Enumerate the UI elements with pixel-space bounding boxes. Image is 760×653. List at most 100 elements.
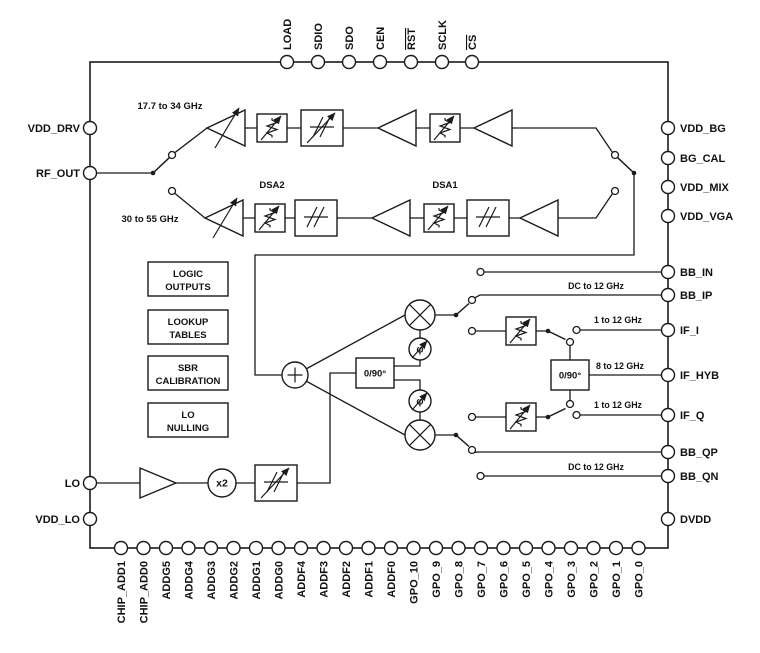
signal-wires (96, 127, 662, 484)
lo-chain: x2 0/90° (139, 338, 431, 501)
i-if-attenuator (506, 317, 536, 345)
pin-addg4-label: ADDG4 (184, 560, 196, 599)
i-if-switch-pivot (545, 328, 551, 334)
pin-dvdd-label: DVDD (680, 514, 711, 526)
pin-addg1 (248, 540, 264, 556)
switch-contacts (167, 150, 620, 481)
pin-addf3 (316, 540, 331, 556)
pin-addg5 (158, 540, 174, 556)
pin-sdio-label: SDIO (313, 23, 325, 50)
pin-sdo-label: SDO (344, 26, 356, 50)
if-q-range-label: 1 to 12 GHz (594, 400, 643, 410)
pin-addg4 (181, 540, 196, 556)
pin-gpo-2-label: GPO_2 (589, 561, 601, 598)
pin-bg-cal-label: BG_CAL (680, 153, 726, 165)
lookup-tables-line1: LOOKUP (168, 317, 209, 328)
lo-nulling-line2: NULLING (167, 423, 209, 434)
doubler-label: x2 (216, 478, 228, 490)
pin-gpo-4-label: GPO_4 (544, 560, 556, 598)
pin-cs (464, 54, 480, 70)
dsa1-attenuator (430, 114, 460, 142)
pin-cen-label: CEN (375, 27, 387, 50)
pin-cs-label: CS (467, 35, 479, 50)
logic-outputs-block (147, 261, 229, 297)
dsa1-label: DSA1 (432, 180, 458, 191)
if-hyb-range-label: 8 to 12 GHz (596, 361, 645, 371)
pin-vdd-mix-label: VDD_MIX (680, 182, 730, 194)
pin-if-q (660, 407, 676, 423)
lo-nulling-block (147, 402, 229, 438)
pin-dvdd (660, 511, 676, 527)
pin-rf-out-label: RF_OUT (36, 168, 80, 180)
pin-gpo-2 (586, 540, 601, 556)
dsa2-attenuator (257, 114, 287, 142)
rf-out-switch-pivot (150, 170, 156, 176)
pin-lo-label: LO (65, 478, 81, 490)
switch-pivots (150, 170, 637, 438)
pin-vdd-lo (82, 511, 98, 527)
low-band-filter2 (466, 199, 510, 237)
pin-gpo-7-label: GPO_7 (476, 561, 488, 598)
pin-vdd-lo-label: VDD_LO (35, 514, 80, 526)
low-band-dsa2 (424, 204, 454, 232)
switch-contact (167, 150, 177, 160)
pin-bb-qn (660, 468, 676, 484)
low-band-amp2 (371, 199, 411, 237)
pin-sclk (434, 54, 450, 70)
switch-levers (152, 157, 635, 448)
pin-chip-add0 (136, 540, 151, 556)
high-band-amp2 (377, 109, 417, 147)
pin-load (279, 54, 295, 70)
pin-cen (372, 54, 388, 70)
pin-addf2 (338, 540, 354, 556)
sbr-calibration-line2: CALIBRATION (156, 376, 221, 387)
pin-vdd-vga-label: VDD_VGA (680, 211, 733, 223)
pin-bb-qn-label: BB_QN (680, 471, 719, 483)
mixer-core (281, 299, 436, 451)
switch-contact (610, 150, 620, 160)
pin-addg0-label: ADDG0 (274, 561, 286, 600)
pin-gpo-1-label: GPO_1 (611, 561, 623, 598)
low-band-chain (205, 198, 559, 238)
switch-contact (476, 471, 485, 481)
pin-rf-out (82, 165, 98, 181)
pin-gpo-10-label: GPO_10 (409, 561, 421, 604)
high-band-vga (207, 108, 245, 148)
switch-contact (565, 399, 575, 409)
pin-gpo-3 (563, 540, 579, 556)
switch-contact (467, 445, 477, 455)
pin-addg0 (271, 540, 286, 556)
lo-quad-splitter (355, 357, 395, 389)
chip-outline (89, 61, 669, 549)
switch-contact (610, 186, 620, 196)
q-if-switch-pivot (545, 414, 551, 420)
if-hybrid-label: 0/90° (559, 371, 581, 382)
pin-bb-qp-label: BB_QP (680, 447, 718, 459)
q-if-attenuator (506, 403, 536, 431)
pin-if-i (660, 322, 676, 338)
pin-vdd-drv (82, 120, 98, 136)
switch-contact (467, 295, 477, 305)
summer-plus-icon (287, 367, 303, 383)
pin-addf4 (293, 540, 309, 556)
pin-bg-cal (660, 150, 676, 166)
pin-vdd-bg (660, 120, 676, 136)
pin-addg1-label: ADDG1 (251, 561, 263, 600)
pin-addg2-label: ADDG2 (229, 561, 241, 600)
lookup-tables-block (147, 309, 229, 345)
pin-gpo-9-label: GPO_9 (431, 561, 443, 598)
switch-contact (565, 337, 575, 347)
pin-addf0 (383, 540, 399, 556)
pin-rst-label: RST (406, 28, 418, 50)
high-band-filter (301, 110, 343, 146)
low-band-dsa (255, 204, 285, 232)
bb-q-range-label: DC to 12 GHz (568, 462, 624, 472)
pin-addg5-label: ADDG5 (161, 561, 173, 600)
low-band-vga (205, 198, 243, 238)
low-band-amp3 (519, 199, 559, 237)
lookup-tables-line2: TABLES (169, 330, 206, 341)
pin-gpo-6 (496, 540, 511, 556)
pin-gpo-7 (473, 540, 489, 556)
pin-rst (403, 54, 419, 70)
